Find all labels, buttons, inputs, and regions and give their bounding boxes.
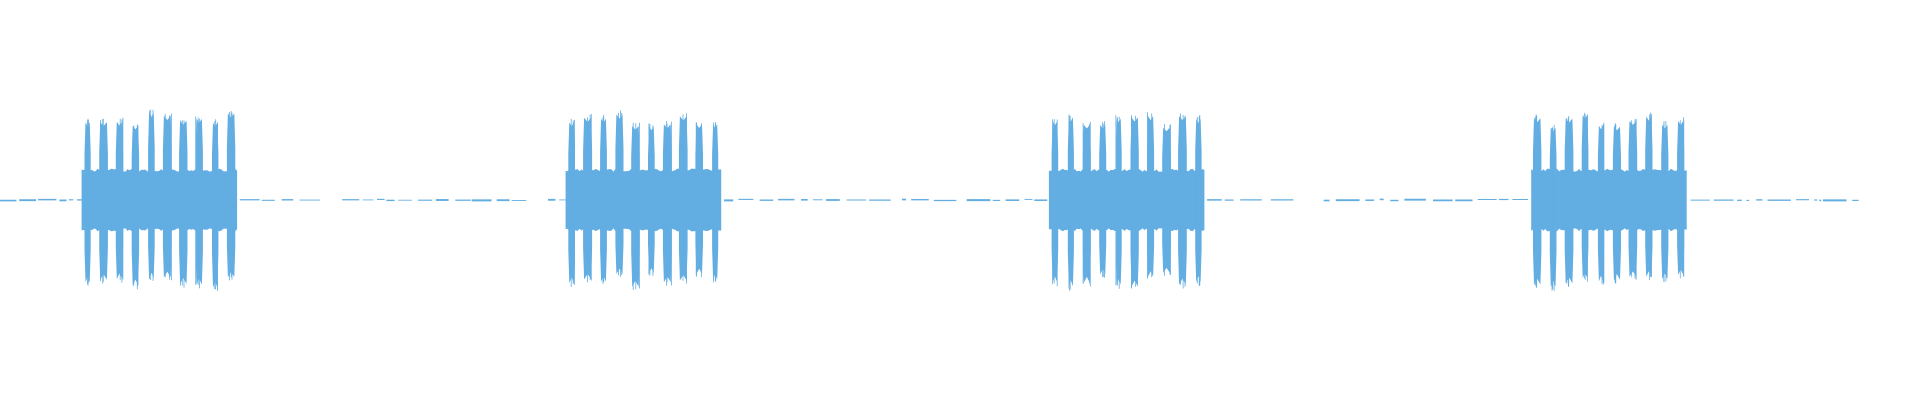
burst-pulse bbox=[1082, 124, 1091, 283]
waveform-burst bbox=[81, 109, 238, 291]
burst-pulse bbox=[1147, 116, 1155, 277]
burst-pulse bbox=[115, 121, 124, 279]
burst-pulse bbox=[1178, 116, 1187, 285]
burst-pulse bbox=[1597, 125, 1605, 282]
burst-pulse bbox=[1549, 127, 1557, 287]
burst-pulse bbox=[148, 112, 155, 279]
burst-pulse bbox=[1130, 117, 1139, 287]
burst-pulse bbox=[1051, 121, 1059, 283]
waveform-burst bbox=[565, 110, 722, 290]
burst-pulse bbox=[1195, 118, 1202, 283]
burst-pulse bbox=[1661, 124, 1669, 280]
burst-pulse bbox=[1533, 118, 1542, 285]
waveform-baseline bbox=[0, 198, 1859, 202]
waveform-burst bbox=[1048, 112, 1205, 291]
burst-pulse bbox=[615, 114, 624, 274]
waveform-bursts bbox=[81, 109, 1687, 291]
burst-pulse bbox=[162, 115, 172, 278]
burst-pulse bbox=[1612, 126, 1621, 280]
waveform-burst bbox=[1531, 112, 1687, 291]
burst-pulse bbox=[1115, 118, 1122, 285]
burst-pulse bbox=[179, 120, 188, 284]
